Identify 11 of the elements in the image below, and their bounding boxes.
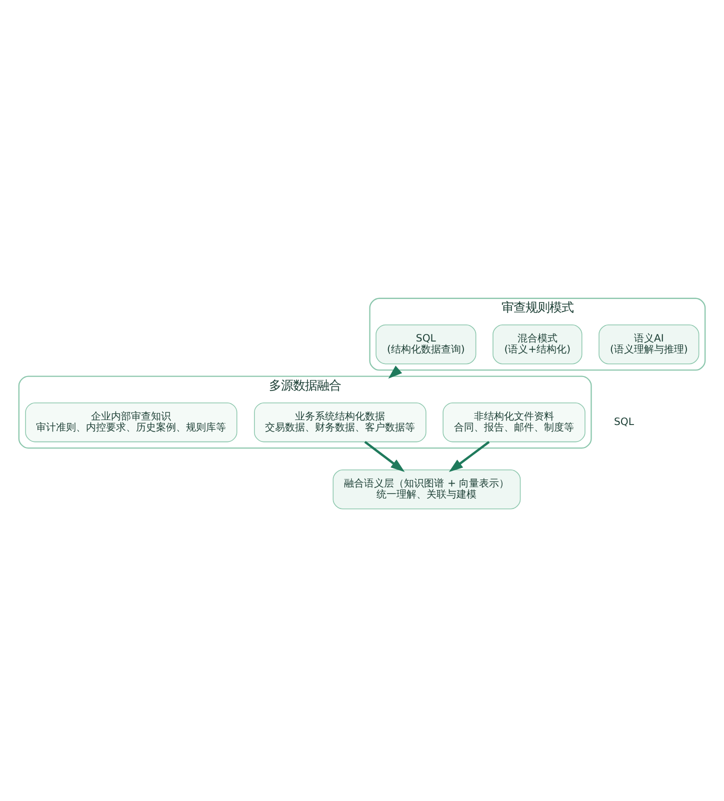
node-box: 混合模式 (语义+结构化) — [492, 324, 582, 364]
arrow — [448, 440, 490, 472]
node-box: 企业内部审查知识 审计准则、内控要求、历史案例、规则库等 — [25, 402, 238, 442]
node-box: SQL (结构化数据查询) — [376, 324, 476, 364]
node-box: 非结构化文件资料 合同、报告、邮件、制度等 — [442, 402, 586, 442]
label: SQL — [614, 416, 634, 428]
node-box: 融合语义层（知识图谱 + 向量表示） 统一理解、关联与建模 — [332, 470, 521, 510]
arrow — [388, 366, 402, 379]
arrow — [364, 440, 405, 472]
node-box: 语义AI (语义理解与推理) — [598, 324, 700, 364]
node-box: 业务系统结构化数据 交易数据、财务数据、客户数据等 — [254, 402, 426, 442]
